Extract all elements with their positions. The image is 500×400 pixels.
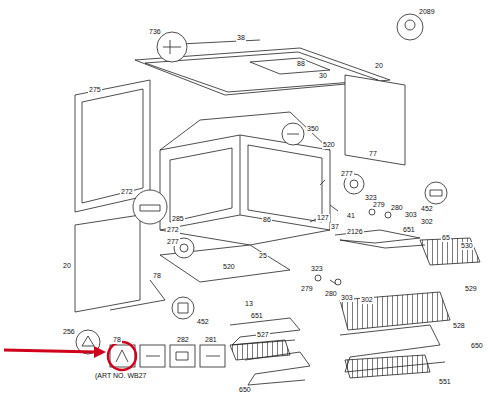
callout-number: 302 [420,218,434,226]
callout-number: 279 [372,201,386,209]
callout-number: 280 [324,290,338,298]
callout-number: 256 [62,328,76,336]
callout-number: 527 [256,331,270,339]
callout-number: 323 [310,265,324,273]
callout-number: 37 [330,223,340,231]
callout-number: 86 [262,216,272,224]
callout-number: 650 [470,342,484,350]
callout-number: 30 [318,72,328,80]
callout-number: 529 [464,285,478,293]
callout-number: 280 [390,204,404,212]
callout-number: 350 [306,125,320,133]
callout-number: 41 [346,212,356,220]
callout-number: 650 [238,386,252,394]
callout-number: 303 [404,211,418,219]
callout-number: 127 [316,214,330,222]
callout-number: 281 [204,336,218,344]
callout-number: 78 [112,336,122,344]
callout-number: 520 [322,141,336,149]
callout-number: 530 [460,242,474,250]
callout-number: 88 [296,60,306,68]
callout-number: 302 [360,296,374,304]
callout-number: 13 [244,300,254,308]
callout-number: 25 [258,252,268,260]
callout-number: 77 [368,150,378,158]
callout-number: 651 [402,226,416,234]
callout-number: 272 [120,188,134,196]
callout-number: 2126 [346,228,364,236]
callout-number: 2089 [418,8,436,16]
callout-number: 78 [152,272,162,280]
callout-number: 651 [250,312,264,320]
callout-number: 20 [374,62,384,70]
callout-number: (ART NO. WB27 [94,372,147,380]
callout-number: 20 [62,262,72,270]
callout-number: 275 [88,86,102,94]
callout-number: 285 [171,215,185,223]
callout-number: 736 [148,28,162,36]
callout-number: 279 [300,285,314,293]
callout-number: 65 [441,234,451,242]
callout-number: 452 [420,205,434,213]
callout-number: 277 [340,170,354,178]
callout-number: 452 [196,318,210,326]
callout-number: 272 [166,226,180,234]
callout-number: 277 [166,238,180,246]
callout-number: 38 [236,34,246,42]
callout-number: 303 [340,294,354,302]
callout-number: 551 [438,378,452,386]
callout-number: 520 [222,263,236,271]
callout-number: 282 [176,336,190,344]
callout-number: 528 [452,322,466,330]
